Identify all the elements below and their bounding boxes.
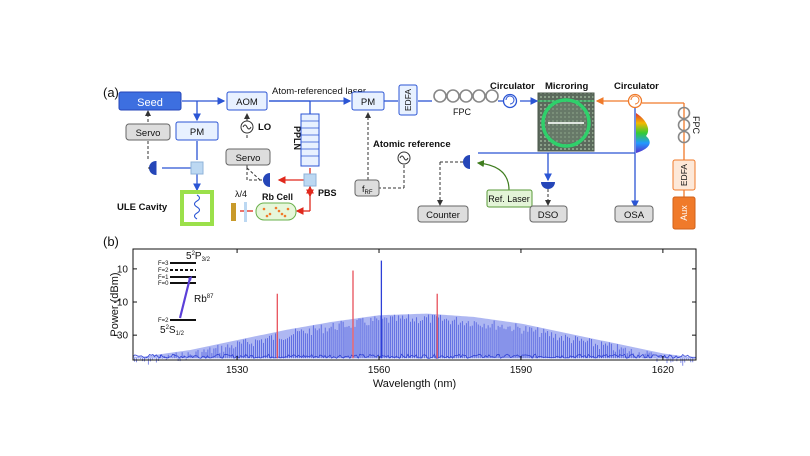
counter-box[interactable]: Counter [417, 205, 469, 223]
rb-label: Rb87 [194, 294, 214, 305]
plot-frame [132, 248, 697, 361]
servo-mid-box[interactable]: Servo [225, 148, 271, 166]
x-tick-label-1560: 1560 [368, 365, 391, 376]
pbs-cube [303, 173, 317, 187]
aom-box[interactable]: AOM [226, 91, 268, 111]
pm-mid-box[interactable]: PM [351, 91, 385, 111]
pm-mid-label: PM [361, 97, 375, 108]
control-lines-dashed [145, 110, 464, 206]
lambda4-label: λ/4 [235, 189, 247, 199]
fpc-top-label: FPC [453, 107, 472, 117]
seed-label: Seed [137, 97, 163, 109]
rb-cell [255, 202, 297, 221]
level-f1-label: F=1 [158, 275, 169, 281]
microring-label: Microring [545, 81, 588, 92]
edfa-right-label: EDFA [679, 164, 689, 187]
p32-label: 52P3/2 [186, 251, 211, 263]
x-tick-label-1590: 1590 [510, 365, 533, 376]
mirror-icon [231, 203, 236, 221]
pbs-label: PBS [318, 188, 337, 198]
circulator-right-icon [627, 93, 643, 109]
ref-laser-box[interactable]: Ref. Laser [486, 189, 533, 208]
ule-cavity [180, 190, 214, 226]
edfa-right-box[interactable]: EDFA [672, 159, 696, 191]
aux-laser[interactable]: Aux [672, 196, 696, 230]
circulator-left-icon [502, 93, 518, 109]
level-f2-label: F=2 [158, 268, 169, 274]
comb-spectrum-icon [636, 113, 650, 153]
level-fg-label: F=2 [158, 318, 169, 324]
beam-lines-blue [162, 97, 639, 209]
dso-box[interactable]: DSO [529, 205, 568, 223]
x-axis-label: Wavelength (nm) [373, 378, 456, 390]
ref-laser-label: Ref. Laser [488, 194, 530, 204]
dso-label: DSO [538, 210, 559, 221]
y-tick-label-10: 10 [117, 264, 129, 275]
ppln-label: PPLN [292, 126, 302, 150]
y-axis-label: Power (dBm) [109, 272, 121, 336]
frf-label: fRF [362, 184, 373, 196]
counter-label: Counter [426, 210, 460, 221]
beam-splitter-left [190, 161, 204, 175]
seed-laser[interactable]: Seed [118, 91, 182, 111]
fpc-top-coils [433, 89, 499, 103]
x-tick-label-1620: 1620 [652, 365, 675, 376]
aux-label: Aux [679, 205, 689, 221]
lo-label: LO [258, 122, 271, 133]
servo-mid-label: Servo [236, 153, 261, 164]
y-tick-label--30: -30 [114, 331, 129, 342]
s12-label: 52S1/2 [160, 325, 185, 337]
circulator-left-label: Circulator [490, 81, 535, 92]
photodetector-left-icon [149, 161, 157, 175]
pm-left-box[interactable]: PM [175, 121, 219, 141]
frf-box[interactable]: fRF [354, 179, 380, 197]
photodetector-right-icon [463, 155, 470, 169]
rf-oscillator-icon [397, 151, 411, 165]
noise-floor-line [132, 353, 697, 360]
aom-label: AOM [236, 97, 258, 108]
x-tick-label-1530: 1530 [226, 365, 249, 376]
atomic-reference-label: Atomic reference [373, 139, 451, 150]
energy-level-inset [170, 262, 196, 321]
edfa-top-box[interactable]: EDFA [398, 84, 418, 116]
lo-oscillator-icon [240, 120, 254, 134]
waveplate-icon [244, 202, 247, 222]
servo-left-label: Servo [136, 128, 161, 139]
osa-label: OSA [624, 210, 645, 221]
level-f3-label: F=3 [158, 261, 169, 267]
edfa-top-label: EDFA [403, 89, 413, 112]
ppln-crystal [300, 113, 320, 167]
fpc-right-coils [677, 106, 691, 144]
level-f0-label: F=0 [158, 281, 169, 287]
panel-a-label: (a) [103, 85, 119, 100]
ref-laser-line [476, 159, 510, 191]
atom-laser-label: Atom-referenced laser [272, 86, 366, 97]
microring-chip [537, 92, 595, 152]
rb-cell-label: Rb Cell [262, 192, 293, 202]
photodetector-dso-icon [541, 182, 555, 189]
osa-box[interactable]: OSA [614, 205, 654, 223]
y-tick-label--10: -10 [114, 298, 129, 309]
photodetector-mid-icon [263, 173, 270, 187]
fpc-right-label: FPC [691, 116, 701, 135]
pm-left-label: PM [190, 127, 204, 138]
ule-cavity-label: ULE Cavity [117, 202, 168, 213]
panel-b-label: (b) [103, 234, 119, 249]
circulator-right-label: Circulator [614, 81, 659, 92]
servo-left-box[interactable]: Servo [125, 123, 171, 141]
